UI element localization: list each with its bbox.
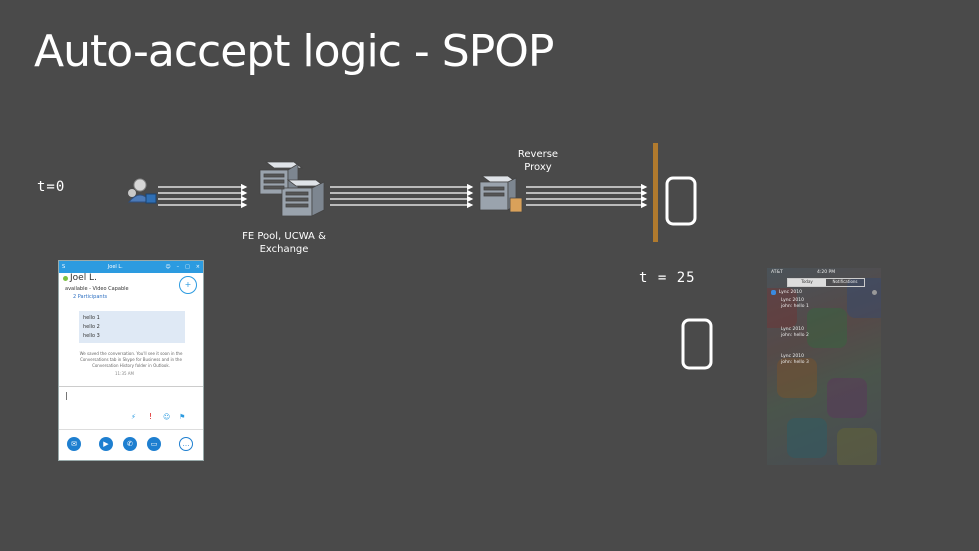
close-icon[interactable]: × xyxy=(195,264,200,270)
skype-logo-icon: S xyxy=(62,264,66,270)
notification-text: john: hello 2 xyxy=(781,333,809,338)
fe-pool-label: FE Pool, UCWA & Exchange xyxy=(236,230,332,256)
message-time: 11:35 AM xyxy=(115,371,134,376)
status-clock: 4:20 PM xyxy=(817,270,836,275)
slide-title: Auto-accept logic - SPOP xyxy=(34,26,554,77)
skype-window-title: Joel L. xyxy=(107,264,123,270)
important-icon[interactable]: ! xyxy=(149,412,153,421)
message-2: hello 2 xyxy=(83,324,100,330)
user-icon xyxy=(127,178,157,204)
fe-pool-label-line2: Exchange xyxy=(259,244,309,255)
presence-dot xyxy=(63,276,68,281)
mobile-phone-icon-2 xyxy=(681,318,713,370)
minimize-icon[interactable]: – xyxy=(176,264,180,270)
phone-notification-screen: AT&T 4:20 PM Today Notifications Lync 20… xyxy=(767,268,881,465)
notification-tabs: Today Notifications xyxy=(787,278,865,287)
reverse-proxy-label: Reverse Proxy xyxy=(508,148,568,174)
reverse-proxy-icon xyxy=(479,175,523,213)
arrows-proxy-to-device xyxy=(526,183,648,209)
arrows-user-to-fe xyxy=(158,183,248,209)
toolbar-divider xyxy=(59,429,203,430)
notification-text: john: hello 1 xyxy=(781,304,809,309)
emoticon-icon[interactable]: ☺ xyxy=(163,413,171,421)
notification-item[interactable]: Lync 2010 john: hello 3 xyxy=(781,354,809,366)
notification-text: john: hello 3 xyxy=(781,360,809,365)
maximize-icon[interactable]: □ xyxy=(185,264,190,270)
attach-icon[interactable]: ⚡ xyxy=(131,413,136,421)
add-people-icon[interactable]: + xyxy=(179,276,197,294)
fe-pool-label-line1: FE Pool, UCWA & xyxy=(242,231,326,242)
skype-title-bar: S Joel L. ☺ – □ × xyxy=(59,261,203,273)
video-button[interactable]: ▶ xyxy=(99,437,113,451)
skype-conversation-window: S Joel L. ☺ – □ × Joel L. available - Vi… xyxy=(58,260,204,461)
notification-title: Lync 2010 xyxy=(781,327,804,332)
contact-status: available - Video Capable xyxy=(65,286,129,292)
call-button[interactable]: ✆ xyxy=(123,437,137,451)
message-3: hello 3 xyxy=(83,333,100,339)
reverse-proxy-label-line2: Proxy xyxy=(524,162,552,173)
message-bubble: hello 1 hello 2 hello 3 xyxy=(79,311,185,343)
firewall-bar xyxy=(653,143,658,242)
server-pool-icon xyxy=(259,161,326,217)
t25-label: t = 25 xyxy=(639,270,696,286)
notification-item[interactable]: Lync 2010 john: hello 1 xyxy=(781,298,809,310)
reverse-proxy-label-line1: Reverse xyxy=(517,149,559,160)
share-screen-button[interactable]: ▭ xyxy=(147,437,161,451)
notification-item[interactable]: Lync 2010 john: hello 2 xyxy=(781,327,809,339)
app-name: Lync 2010 xyxy=(779,290,802,295)
more-options-button[interactable]: … xyxy=(179,437,193,451)
notification-title: Lync 2010 xyxy=(781,298,804,303)
participants-link[interactable]: 2 Participants xyxy=(73,294,108,300)
message-1: hello 1 xyxy=(83,315,100,321)
format-icon[interactable]: ⚑ xyxy=(179,413,186,421)
tab-today[interactable]: Today xyxy=(788,279,826,286)
arrows-fe-to-proxy xyxy=(330,183,474,209)
notification-title: Lync 2010 xyxy=(781,354,804,359)
chat-button[interactable]: ✉ xyxy=(67,437,81,451)
app-icon xyxy=(771,290,776,295)
carrier-label: AT&T xyxy=(771,270,783,275)
conversation-saved-notice: We saved the conversation. You'll see it… xyxy=(79,351,183,368)
t0-label: t=0 xyxy=(37,179,66,195)
contact-name: Joel L. xyxy=(70,273,97,283)
tab-notifications[interactable]: Notifications xyxy=(832,279,858,284)
divider xyxy=(59,386,203,387)
clear-icon[interactable] xyxy=(872,290,877,295)
message-input[interactable]: | xyxy=(65,391,68,400)
emoji-icon[interactable]: ☺ xyxy=(165,264,171,270)
mobile-phone-icon xyxy=(665,176,697,226)
